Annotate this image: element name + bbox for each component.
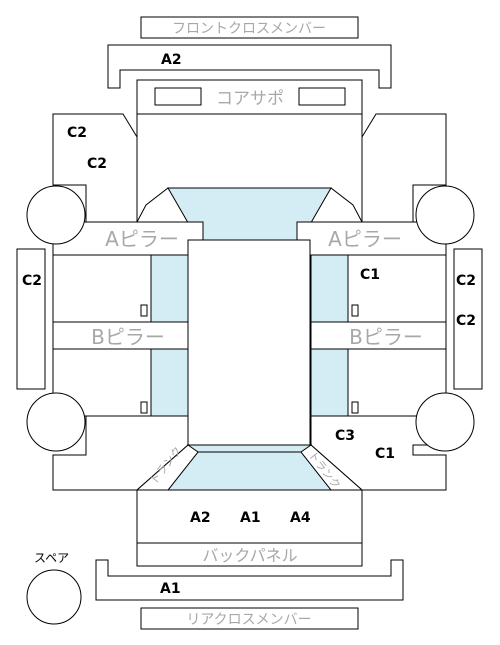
roof-panel <box>187 239 311 455</box>
spare-label: スペア <box>34 551 69 565</box>
trunk-code-3: A4 <box>290 510 311 526</box>
core-support: コアサポ <box>136 79 363 115</box>
b-pillar-right-label: Bピラー <box>349 325 423 349</box>
front-cross-member-label: フロントクロスメンバー <box>172 21 326 37</box>
left-rear-handle <box>140 401 148 414</box>
right-rocker-panel <box>453 248 483 390</box>
rear-cross-member-label: リアクロスメンバー <box>186 612 311 628</box>
right-rocker-code-2: C2 <box>456 313 476 329</box>
right-rear-code-2: C1 <box>375 446 395 462</box>
left-front-handle <box>140 304 148 317</box>
right-rear-handle <box>351 401 359 414</box>
right-rear-code-1: C3 <box>335 428 355 444</box>
rear-cross-member-label-box <box>140 607 359 630</box>
left-front-window <box>150 254 189 323</box>
trunk-code-2: A1 <box>240 510 261 526</box>
front-left-code-1: C2 <box>67 125 87 141</box>
rear-cross-member <box>95 559 404 601</box>
front-member-code: A2 <box>161 52 182 68</box>
front-left-code-2: C2 <box>87 156 107 172</box>
right-front-door-code: C1 <box>360 267 380 283</box>
trunk-lid <box>136 489 363 544</box>
left-front-wheel <box>26 185 86 245</box>
right-rocker-code-1: C2 <box>456 273 476 289</box>
left-rear-quarter <box>52 415 189 491</box>
right-front-door <box>347 254 447 323</box>
b-pillar-right <box>310 321 447 350</box>
right-front-window <box>310 254 349 323</box>
b-pillar-left <box>52 321 189 350</box>
rear-member-code: A1 <box>160 581 181 597</box>
left-rear-window <box>150 348 189 417</box>
right-rear-window <box>310 348 349 417</box>
front-cross-member <box>107 44 392 89</box>
a-pillar-left-label: Aピラー <box>105 227 179 251</box>
front-cross-member-label-box: フロントクロスメンバー <box>140 16 359 39</box>
a-pillar-right-label: Aピラー <box>328 227 402 251</box>
core-support-label: コアサポ <box>216 89 284 109</box>
left-rocker-code: C2 <box>22 273 42 289</box>
back-panel-label: バックパネル <box>202 546 297 565</box>
left-rocker-panel <box>16 248 46 390</box>
left-rear-wheel <box>26 392 86 452</box>
back-panel <box>136 542 363 567</box>
right-front-wheel <box>415 185 475 245</box>
right-rear-wheel <box>415 392 475 452</box>
right-front-handle <box>351 304 359 317</box>
left-front-door <box>52 254 152 323</box>
spare-tire <box>26 569 82 625</box>
b-pillar-left-label: Bピラー <box>91 325 165 349</box>
trunk-code-1: A2 <box>190 510 211 526</box>
